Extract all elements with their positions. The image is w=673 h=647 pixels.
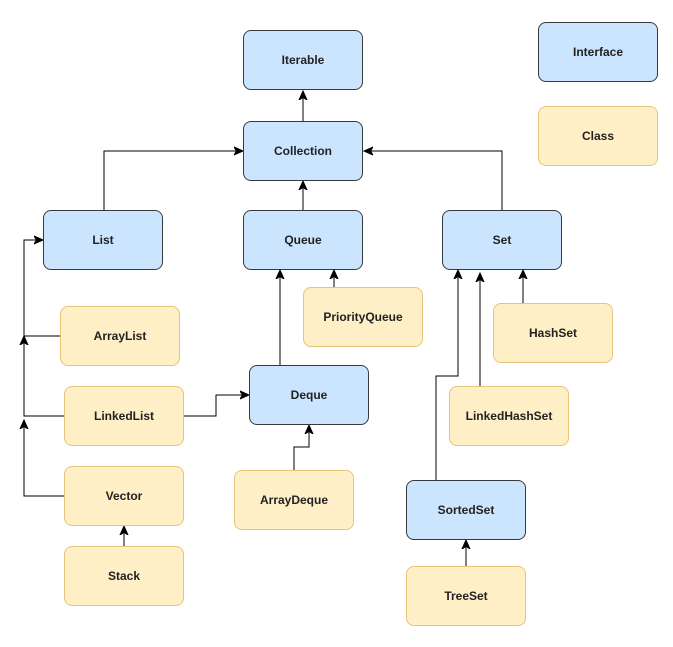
node-linkedlist: LinkedList: [64, 386, 184, 446]
node-priorityqueue: PriorityQueue: [303, 287, 423, 347]
node-linkedhashset: LinkedHashSet: [449, 386, 569, 446]
node-iterable: Iterable: [243, 30, 363, 90]
legend-class: Class: [538, 106, 658, 166]
node-hashset: HashSet: [493, 303, 613, 363]
node-list: List: [43, 210, 163, 270]
edge-list-to-collection: [103, 151, 243, 210]
node-arraylist: ArrayList: [60, 306, 180, 366]
node-treeset: TreeSet: [406, 566, 526, 626]
node-collection: Collection: [243, 121, 363, 181]
node-arraydeque: ArrayDeque: [234, 470, 354, 530]
node-sortedset: SortedSet: [406, 480, 526, 540]
node-stack: Stack: [64, 546, 184, 606]
edge-arraydeque-to-deque: [293, 425, 309, 470]
edge-arraylist-to-list: [23, 240, 60, 337]
edge-linkedlist-to-list: [24, 336, 64, 417]
node-deque: Deque: [249, 365, 369, 425]
node-vector: Vector: [64, 466, 184, 526]
edge-vector-to-list: [24, 420, 64, 497]
edge-set-to-collection: [364, 151, 503, 210]
node-queue: Queue: [243, 210, 363, 270]
node-set: Set: [442, 210, 562, 270]
edge-linkedlist-to-deque: [184, 395, 249, 417]
edge-sortedset-to-set: [435, 270, 458, 480]
legend-interface: Interface: [538, 22, 658, 82]
